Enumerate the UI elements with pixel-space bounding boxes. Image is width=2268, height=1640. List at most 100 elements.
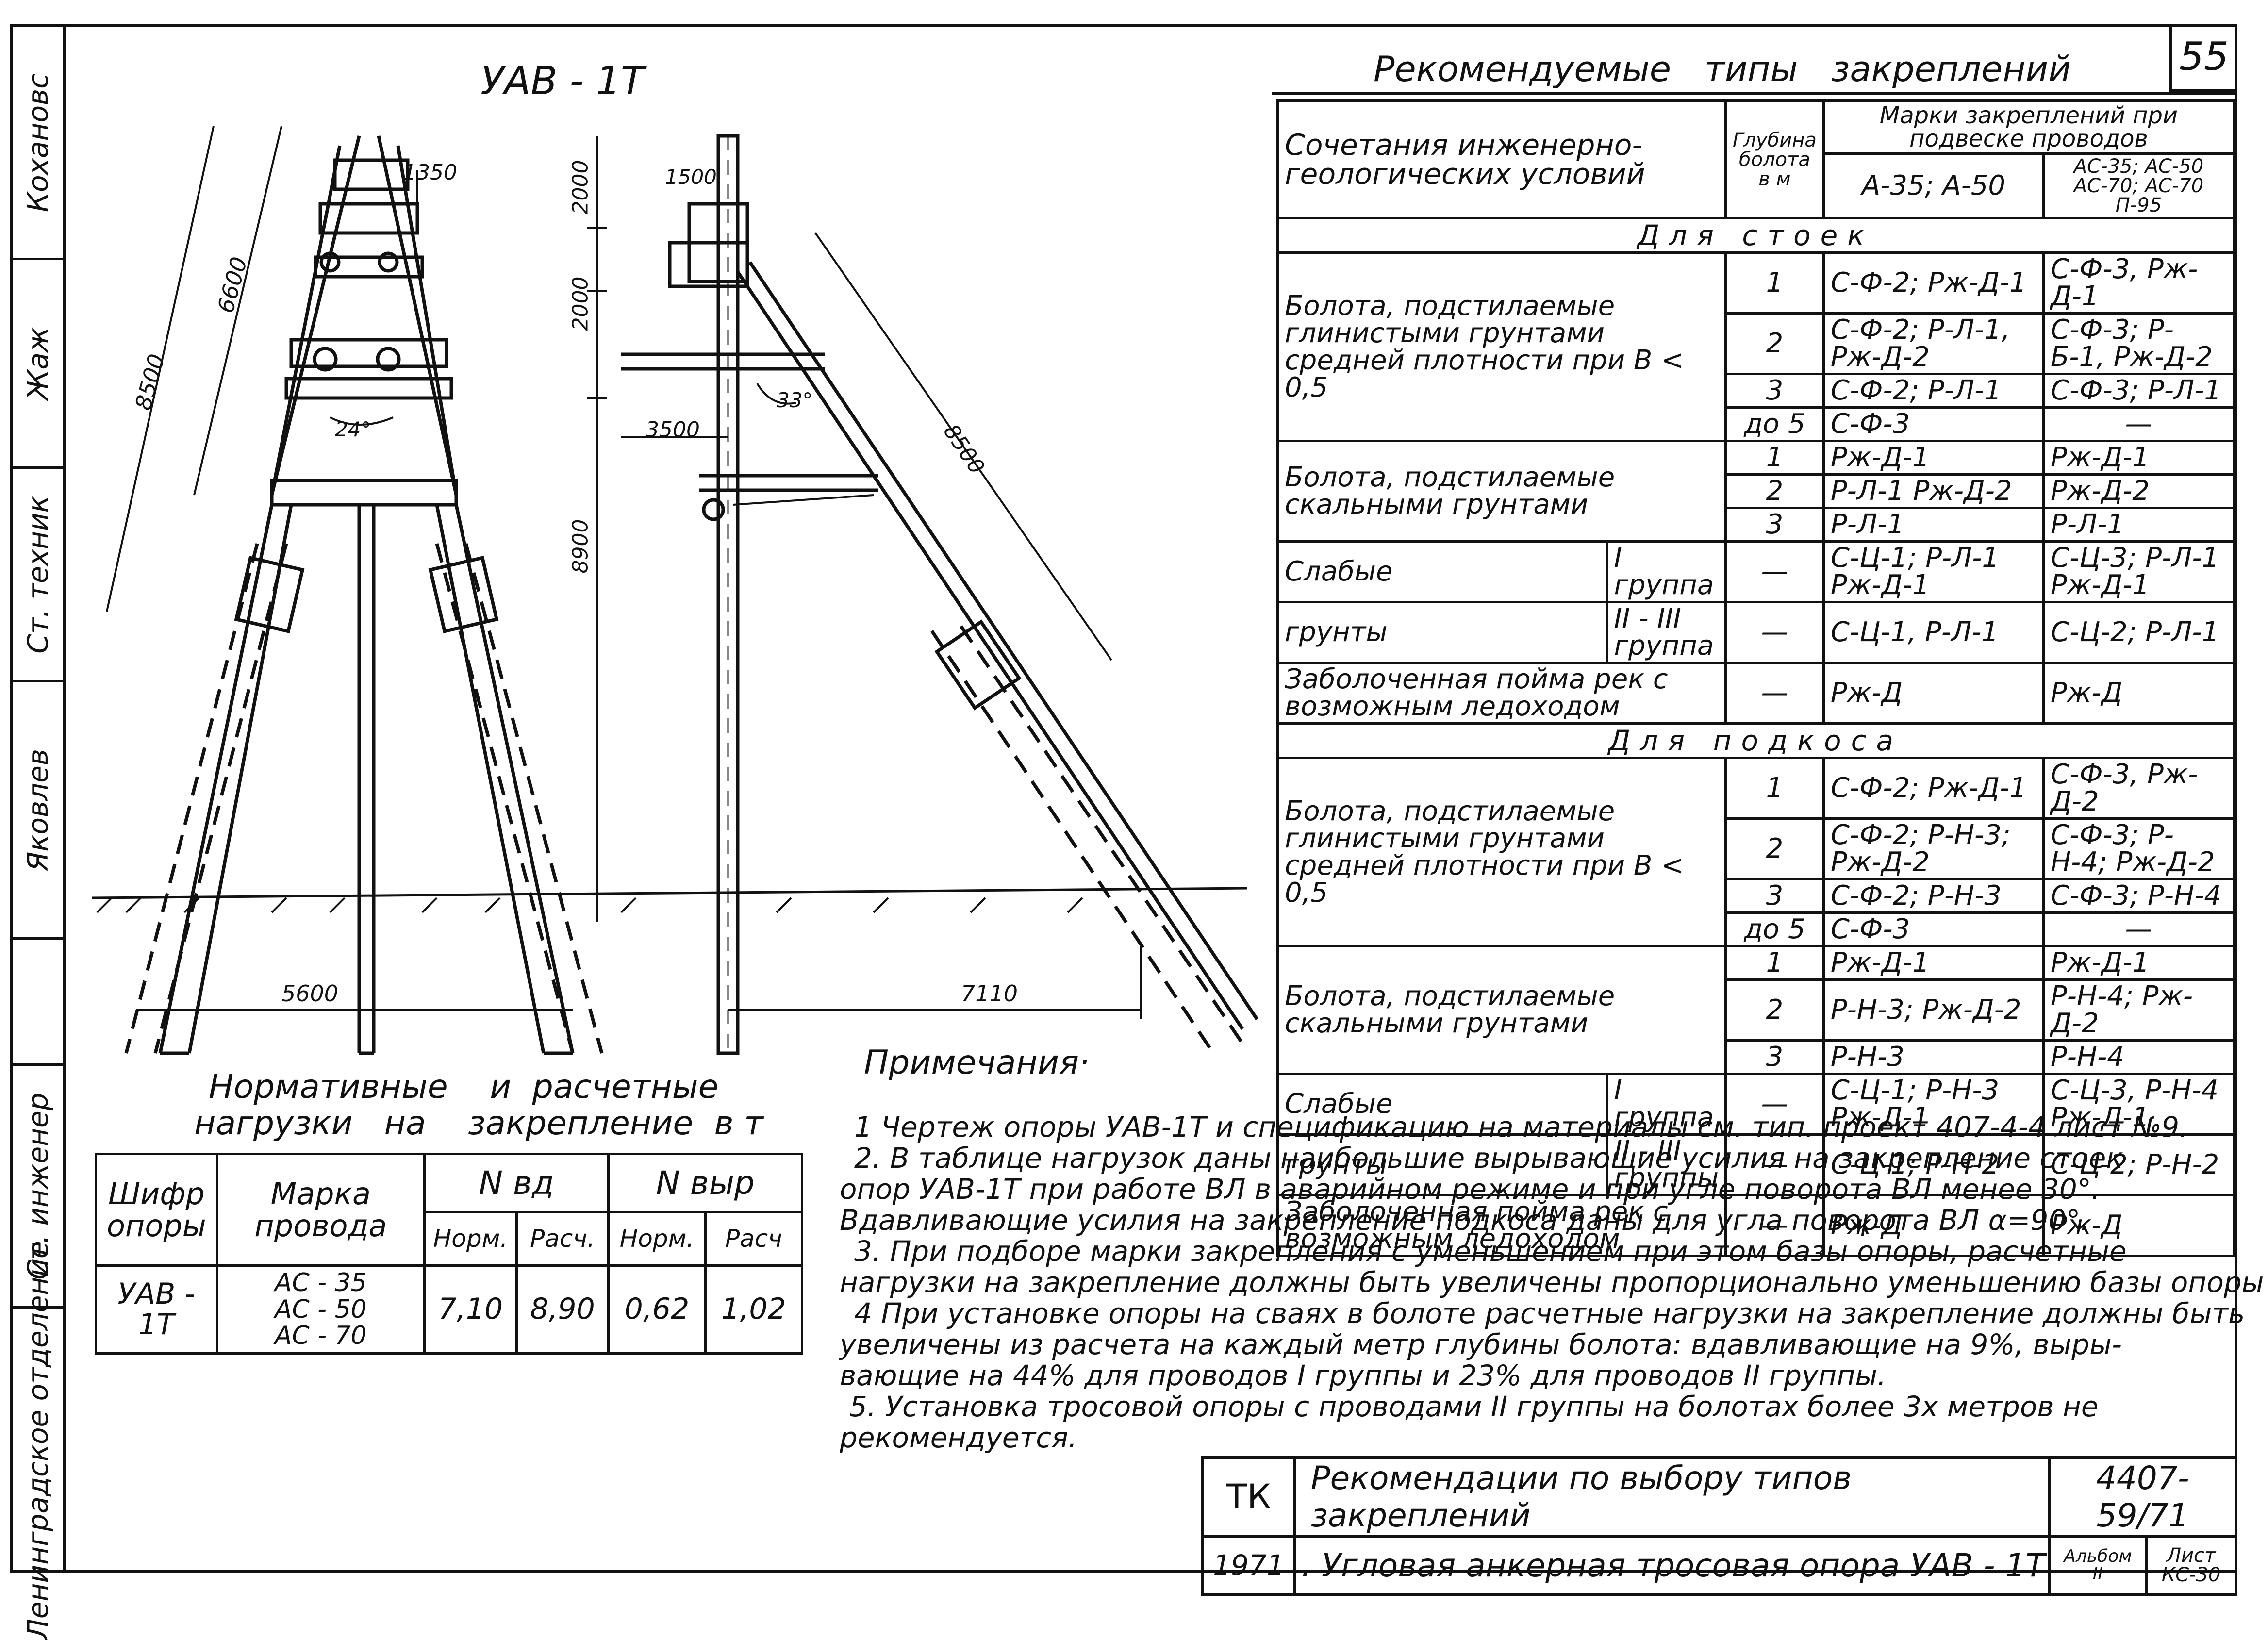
note-line: опор УАВ-1Т при работе ВЛ в аварийном ре… — [840, 1173, 2101, 1206]
sheet-value: КС-30 — [2161, 1564, 2221, 1586]
recommended-table: Сочетания инженерно- геологических услов… — [1276, 99, 2235, 1257]
note-line: Вдавливающие усилия на закрепление подко… — [840, 1204, 2089, 1237]
cell-mark-a: Рж-Д-1 — [1822, 945, 2045, 981]
cell-mark-a: Р-Л-1 — [1822, 507, 2045, 543]
sheet-label: Лист — [2166, 1544, 2216, 1567]
row-code: УАВ - 1Т — [95, 1264, 218, 1355]
cell-mark-b: С-Ц-2; Р-Л-1 — [2042, 601, 2235, 664]
cell-mark-b: — — [2042, 406, 2235, 442]
cell-mark-b: Р-Н-4; Рж-Д-2 — [2042, 978, 2235, 1042]
section-posts: Для стоек — [1276, 217, 2235, 254]
head-marks: Марки закреплений при подвеске проводов — [1822, 99, 2235, 155]
head-nvyr-rasch: Расч — [704, 1211, 804, 1267]
cell-depth: до 5 — [1724, 406, 1825, 442]
cell-depth: 1 — [1724, 251, 1825, 315]
cell-mark-b: Рж-Д — [2042, 662, 2235, 725]
cell-mark-b: С-Ф-3; Р-Н-4 — [2042, 878, 2235, 914]
note-line: вающие на 44% для проводов I группы и 23… — [840, 1359, 1887, 1392]
stamp-cell-role-3: Ст. техник — [13, 469, 63, 682]
cell-mark-a: С-Ф-2; Р-Н-3; Рж-Д-2 — [1822, 817, 2045, 880]
cell-mark-a: Р-Л-1 Рж-Д-2 — [1822, 473, 2045, 509]
stamp-cell-role-0: Ленинградское отделение — [13, 1241, 63, 1640]
notes-block: 1 Чертеж опоры УАВ-1Т и спецификацию на … — [840, 1111, 2264, 1453]
note-line: 2. В таблице нагрузок даны наибольшие вы… — [854, 1142, 2123, 1175]
cell-mark-b: Р-Н-4 — [2042, 1039, 2235, 1075]
title-sheet-cell: Лист КС-30 — [2145, 1535, 2237, 1596]
tower-drawings — [92, 126, 1258, 1055]
cell-mark-b: Рж-Д — [2042, 1194, 2235, 1257]
cell-depth: 2 — [1724, 473, 1825, 509]
loads-title-2: нагрузки на закрепление в т — [194, 1104, 763, 1143]
cell-mark-a: Рж-Д-1 — [1822, 440, 2045, 476]
title-line-2: . Угловая анкерная тросовая опора УАВ - … — [1293, 1535, 2051, 1596]
cell-mark-a: С-Ф-3 — [1822, 911, 2045, 947]
cell-mark-a: С-Ц-1; Р-Н-2 — [1822, 1133, 2045, 1196]
cell-depth: 3 — [1724, 373, 1825, 409]
brace-weak-label-a: Слабые — [1276, 1073, 1608, 1136]
head-nvd: N вд — [423, 1153, 610, 1213]
sheet-number: 55 — [2179, 34, 2229, 79]
head-nvyr: N выр — [607, 1153, 803, 1213]
head-nvd-norm: Норм. — [423, 1211, 518, 1267]
head-mark: Марка провода — [215, 1153, 426, 1267]
cell-depth: 1 — [1724, 945, 1825, 981]
cell-mark-b: С-Ф-3; Р-Л-1 — [2042, 373, 2235, 409]
loads-title-1: Нормативные и расчетные — [209, 1068, 719, 1106]
title-rule — [1272, 92, 2237, 95]
dim-2000-top: 2000 — [568, 160, 593, 215]
dim-7110: 7110 — [961, 980, 1018, 1007]
cell-mark-b: С-Ц-2; Р-Н-2 — [2042, 1133, 2235, 1196]
cell-depth: 2 — [1724, 978, 1825, 1042]
row-marks: АС - 35 АС - 50 АС - 70 — [215, 1264, 426, 1355]
cell-mark-a: С-Ф-2; Рж-Д-1 — [1822, 251, 2045, 315]
brace-cond-rock: Болота, подстилаемые скальными грунтами — [1276, 945, 1727, 1075]
cell-mark-a: С-Ф-2; Р-Л-1, Рж-Д-2 — [1822, 312, 2045, 375]
post-weak-group-2: II - III группа — [1606, 601, 1727, 664]
drawing-frame — [63, 24, 2237, 1573]
brace-cond-flood: Заболоченная пойма рек с возможным ледох… — [1276, 1194, 1727, 1257]
cell-depth: 3 — [1724, 878, 1825, 914]
dim-5600: 5600 — [281, 980, 339, 1007]
cell-mark-a: С-Ф-2; Р-Л-1 — [1822, 373, 2045, 409]
title-org: ТК — [1201, 1456, 1296, 1538]
cell-mark-b: С-Ц-3; Р-Л-1 Рж-Д-1 — [2042, 540, 2235, 603]
note-line: рекомендуется. — [840, 1421, 1077, 1454]
drawing-title: УАВ - 1Т — [480, 58, 645, 103]
cell-depth: 2 — [1724, 312, 1825, 375]
cell-depth: до 5 — [1724, 911, 1825, 947]
cell-mark-b: С-Ф-3; Р-Б-1, Рж-Д-2 — [2042, 312, 2235, 375]
cell-mark-a: С-Ф-2; Р-Н-3 — [1822, 878, 2045, 914]
cell-mark-a: С-Ц-1; Р-Н-3 Рж-Д-1 — [1822, 1073, 2045, 1136]
cell-depth: 1 — [1724, 757, 1825, 820]
cell-mark-a: С-Ц-1; Р-Л-1 Рж-Д-1 — [1822, 540, 2045, 603]
title-line-1: Рекомендации по выбору типов закреплений — [1293, 1456, 2051, 1538]
cell-mark-a: Р-Н-3 — [1822, 1039, 2045, 1075]
note-line: 3. При подборе марки закрепления с умень… — [854, 1235, 2127, 1268]
cell-mark-a: Рж-Д — [1822, 662, 2045, 725]
post-weak-group-1: I группа — [1606, 540, 1727, 603]
post-cond-rock: Болота, подстилаемые скальными грунтами — [1276, 440, 1727, 543]
stamp-column: Кохановс Жаж Ст. техник Яковлев Ст. инже… — [10, 24, 63, 1640]
head-nvyr-norm: Норм. — [607, 1211, 707, 1267]
title-year: 1971 — [1201, 1535, 1296, 1596]
row-nvyr-rasch: 1,02 — [704, 1264, 804, 1355]
dim-24-angle: 24° — [335, 417, 371, 441]
brace-weak-group-1: I группа — [1606, 1073, 1727, 1136]
cell-mark-b: Рж-Д-1 — [2042, 440, 2235, 476]
post-cond-flood: Заболоченная пойма рек с возможным ледох… — [1276, 662, 1727, 725]
stamp-cell-role-1: Ст. инженер — [13, 1066, 63, 1309]
dim-3500: 3500 — [646, 417, 700, 442]
head-nvd-rasch: Расч. — [515, 1211, 610, 1267]
dim-1500: 1500 — [665, 165, 717, 189]
section-brace: Для подкоса — [1276, 722, 2235, 759]
cell-mark-b: Рж-Д-1 — [2042, 945, 2235, 981]
stamp-role-0: Ленинградское отделение — [21, 1241, 54, 1640]
notes-title: Примечания· — [864, 1044, 1090, 1082]
brace-weak-group-2: II - III группы — [1606, 1133, 1727, 1196]
dim-33-angle: 33° — [777, 388, 813, 412]
cell-mark-b: — — [2042, 911, 2235, 947]
head-col-2: АС-35; АС-50 АС-70; АС-70 П-95 — [2042, 152, 2235, 219]
stamp-cell-name-2: Яковлев — [13, 682, 63, 940]
cell-mark-b: С-Ф-3, Рж-Д-1 — [2042, 251, 2235, 315]
cell-depth: — — [1724, 1073, 1825, 1136]
